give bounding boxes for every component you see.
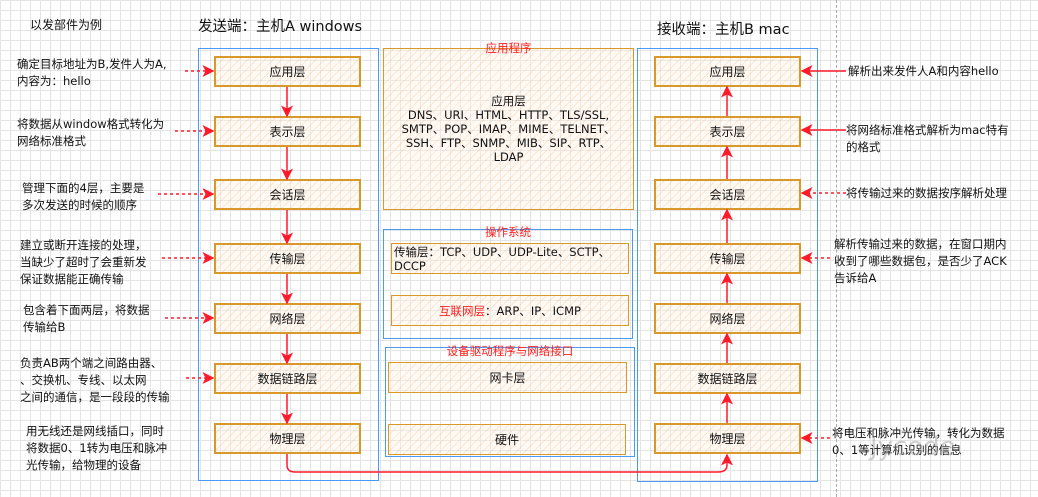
sender-note-session: 管理下面的4层，主要是 多次发送的时候的顺序: [22, 181, 145, 212]
sender-note-presentation: 将数据从window格式转化为 网络标准格式: [17, 117, 165, 148]
receiver-note-2: 将网络标准格式解析为mac特有 的格式: [846, 123, 1009, 154]
sender-note-network: 包含着下面两层，将数据 传输给B: [23, 303, 150, 334]
sender-application-layer: 应用层: [214, 56, 361, 87]
receiver-note-1: 解析出来发件人A和内容hello: [848, 64, 999, 78]
os-container: [383, 229, 633, 339]
transport-protocols-box: 传输层：TCP、UDP、UDP-Lite、SCTP、 DCCP: [391, 243, 629, 274]
sender-presentation-layer: 表示层: [214, 116, 361, 147]
transmission-arrow: [286, 453, 733, 473]
internet-layer-label: 互联网层: [439, 303, 486, 318]
watermark: Jycode: [870, 432, 956, 462]
sender-title: 发送端：主机A windows: [198, 19, 363, 35]
application-box: 应用层 DNS、URI、HTML、HTTP、TLS/SSL, SMTP、POP、…: [383, 48, 634, 210]
receiver-transport-layer: 传输层: [654, 243, 801, 274]
hardware-box: 硬件: [388, 424, 626, 455]
nic-layer-box: 网卡层: [388, 362, 627, 393]
receiver-note-3: 将传输过来的数据按序解析处理: [846, 186, 1007, 200]
receiver-physical-layer: 物理层: [654, 423, 801, 454]
sender-note-application: 确定目标地址为B,发件人为A, 内容为：hello: [17, 57, 167, 88]
receiver-container: [637, 48, 818, 482]
internet-layer-protocols: ：ARP、IP、ICMP: [485, 303, 581, 318]
sender-network-layer: 网络层: [214, 303, 361, 334]
receiver-note-5: 将电压和脉冲光传输，转化为数据 0、1等计算机识别的信息: [832, 426, 1005, 457]
driver-container: [385, 347, 635, 457]
internet-layer-box: 互联网层：ARP、IP、ICMP: [391, 295, 629, 326]
receiver-session-layer: 会话层: [654, 179, 801, 210]
example-title: 以发部件为例: [30, 18, 103, 32]
os-label: 操作系统: [485, 225, 531, 239]
sender-note-transport: 建立或断开连接的处理， 当缺少了超时了会重新发 保证数据能正确传输: [20, 238, 147, 286]
receiver-title: 接收端：主机B mac: [657, 22, 790, 38]
sender-container: [198, 48, 379, 481]
sender-transport-layer: 传输层: [214, 243, 361, 274]
divider-line: [836, 0, 837, 497]
sender-note-datalink: 负责AB两个端之间路由器、 、交换机、专线、以太网 之间的通信，是一段段的传输: [20, 356, 170, 404]
sender-note-physical: 用无线还是网线插口，同时 将数据0、1转为电压和脉冲 光传输，给物理的设备: [26, 424, 168, 472]
receiver-note-4: 解析传输过来的数据，在窗口期内 收到了哪些数据包，是否少了ACK 告诉给A: [834, 237, 1007, 285]
driver-label: 设备驱动程序与网络接口: [446, 344, 574, 358]
application-label: 应用程序: [485, 41, 532, 55]
sender-physical-layer: 物理层: [214, 423, 361, 454]
